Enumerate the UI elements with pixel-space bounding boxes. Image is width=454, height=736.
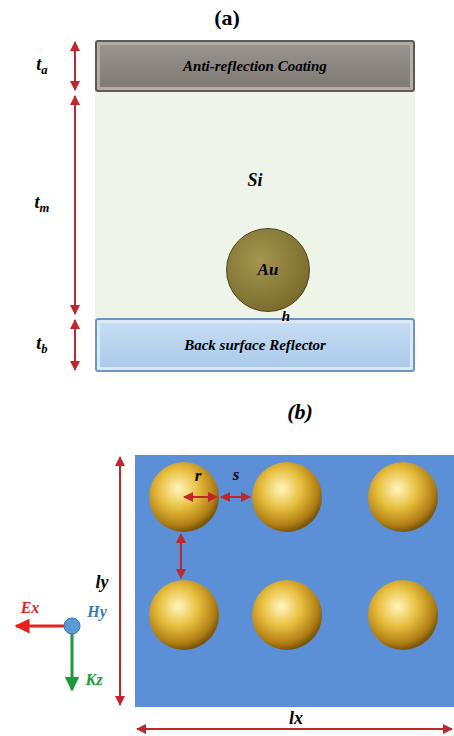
k-vector-arrow — [71, 632, 74, 690]
dimension-label: ta — [36, 54, 47, 79]
dimension-arrow — [119, 457, 121, 705]
metal-sphere — [368, 462, 438, 532]
node-text: Au — [258, 260, 279, 280]
metal-sphere — [149, 462, 219, 532]
field-label: Kz — [86, 671, 103, 689]
metal-sphere — [252, 462, 322, 532]
dimension-label: r — [195, 466, 202, 486]
metal-sphere — [252, 580, 322, 650]
panel-label: (b) — [287, 399, 313, 425]
metal-sphere — [149, 580, 219, 650]
sphere-array — [149, 462, 438, 650]
node-text: Back surface Reflector — [184, 337, 326, 354]
dimension-label: lx — [289, 708, 303, 729]
dimension-arrow — [180, 534, 182, 578]
node-text: Si — [247, 170, 262, 191]
dimension-label: s — [233, 465, 240, 485]
au-particle: Au — [226, 228, 310, 312]
substrate-top-view — [135, 455, 454, 707]
dimension-label: ly — [96, 572, 109, 593]
coating-layer: Anti-reflection Coating — [95, 40, 415, 92]
dimension-label: tb — [36, 333, 47, 358]
reflector-layer: Back surface Reflector — [95, 318, 415, 372]
dimension-arrow — [74, 42, 76, 90]
silicon-layer: SiAu — [95, 92, 415, 318]
field-label: Ex — [21, 599, 40, 617]
node-text: Anti-reflection Coating — [183, 58, 327, 75]
metal-sphere — [368, 580, 438, 650]
h-field-dot — [64, 618, 80, 634]
dimension-arrow — [184, 496, 217, 498]
panel-label: (a) — [214, 5, 240, 31]
field-label: Hy — [87, 603, 107, 621]
dimension-label: tm — [35, 192, 50, 217]
dimension-arrow — [74, 96, 76, 314]
dimension-arrow — [221, 496, 250, 498]
dimension-arrow — [74, 320, 76, 370]
dimension-arrow — [137, 728, 452, 730]
e-field-arrow — [16, 625, 66, 628]
dimension-label: h — [282, 308, 290, 325]
